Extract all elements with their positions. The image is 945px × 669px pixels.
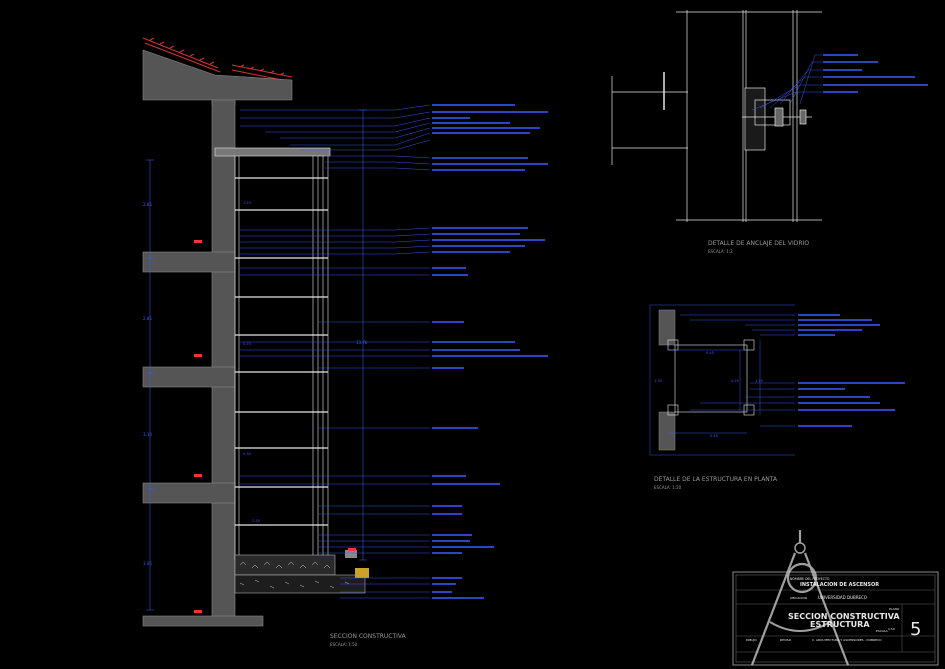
base-slab	[142, 615, 264, 627]
plan-dim-5: 0.45	[710, 434, 718, 438]
project-label: NOMBRE DEL PROYECTO	[790, 577, 830, 581]
plan-detail-caption: DETALLE DE LA ESTRUCTURA EN PLANTA	[654, 476, 778, 483]
location-name: UNIVERSIDAD DUBRECO	[818, 595, 867, 600]
project-name: INSTALACION DE ASCENSOR	[800, 582, 879, 588]
dim-floor-4: 3.05	[143, 561, 152, 566]
compass-logo	[750, 530, 850, 666]
main-section-scale: ESCALA: 1:50	[330, 642, 358, 647]
floor-slab-3	[142, 482, 236, 504]
sheet-title-line-1: SECCION CONSTRUCTIVA	[788, 612, 900, 621]
sheet-title-line-2: ESTRUCTURA	[810, 620, 870, 629]
structure-plan-detail: 0.45 1.30 0.55 1.40 0.45 DETALLE DE LA E…	[649, 304, 905, 490]
structural-wall	[211, 99, 236, 621]
plan-detail-scale: ESCALA: 1:20	[654, 485, 682, 490]
roof-tiles	[142, 37, 293, 83]
anchor-detail-scale: ESCALA: 1:2	[708, 249, 733, 254]
title-block: NOMBRE DEL PROYECTO INSTALACION DE ASCEN…	[732, 530, 939, 666]
plan-dim-4: 1.40	[755, 379, 763, 383]
sheet-label: PLANO	[889, 607, 900, 611]
plan-dim-3: 0.55	[731, 379, 739, 383]
dim-small-3: 0.70	[243, 342, 251, 346]
elevator-pit	[234, 550, 369, 594]
elevator-frame	[214, 147, 331, 560]
dim-small-4: 2.30	[252, 519, 260, 523]
building-section: 2.85 2.85 3.10 3.05 13.76 1.20 0.30 0.70…	[142, 37, 548, 647]
dim-overall: 13.76	[356, 340, 368, 345]
dim-small-1: 1.20	[243, 201, 251, 205]
scale-label: ESCALA	[876, 629, 889, 633]
dim-floor-3: 3.10	[143, 432, 152, 437]
floor-slab-1	[142, 251, 236, 273]
glass-anchor-detail: DETALLE DE ANCLAJE DEL VIDRIO ESCALA: 1:…	[611, 10, 928, 254]
plan-dim-2: 1.30	[654, 379, 662, 383]
footer-reviewed: REVISO	[780, 638, 792, 642]
annotation-notes	[432, 104, 548, 599]
dim-small-2: 0.30	[243, 452, 251, 456]
footer-drawn: DIBUJO	[746, 638, 757, 642]
sheet-number: 5	[910, 619, 921, 640]
annotation-leaders	[240, 104, 431, 599]
dim-floor-1: 2.85	[143, 202, 152, 207]
plan-dim-1: 0.45	[706, 351, 714, 355]
footer-office: C. ARQUITECTURA Y ASCENSORES - DUBRECO	[812, 638, 882, 642]
anchor-detail-caption: DETALLE DE ANCLAJE DEL VIDRIO	[708, 240, 809, 247]
level-marks	[194, 240, 356, 613]
floor-slab-2	[142, 366, 236, 388]
location-label: UBICACION	[790, 596, 807, 600]
scale-value: 1:50	[888, 627, 895, 631]
dim-floor-2: 2.85	[143, 316, 152, 321]
main-section-caption: SECCION CONSTRUCTIVA	[330, 633, 407, 640]
